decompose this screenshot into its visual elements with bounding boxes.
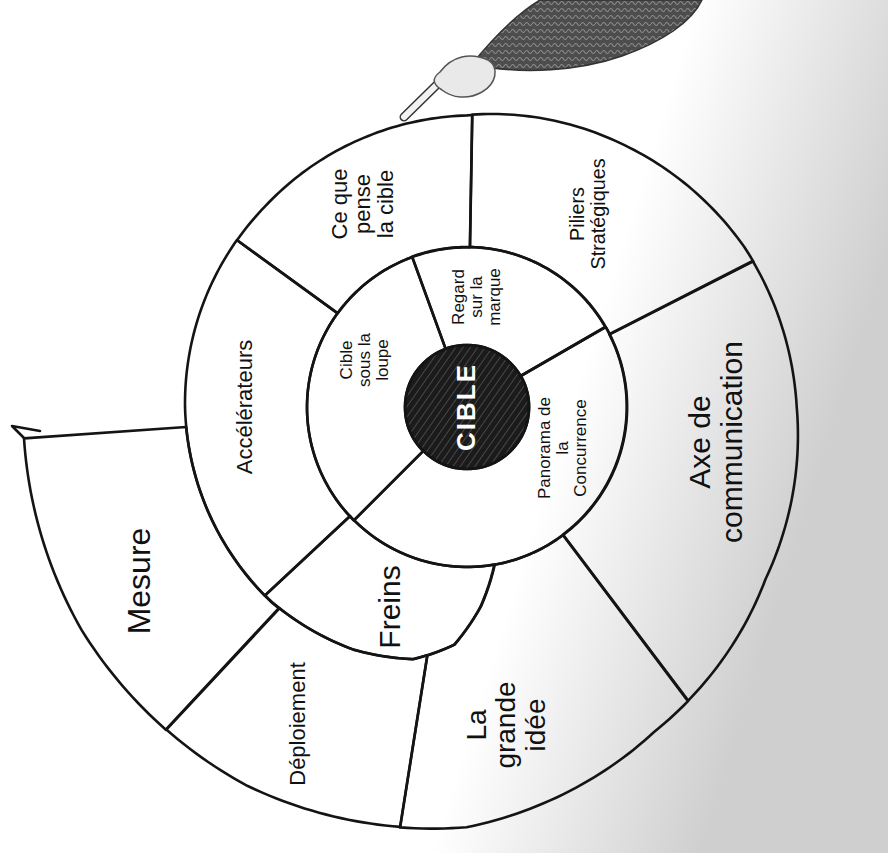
segment-label: Déploiement xyxy=(287,662,310,786)
segment-border xyxy=(166,608,427,827)
label-holder: Freins xyxy=(375,565,407,648)
segment-border xyxy=(470,114,753,334)
spiral-segment: Freins xyxy=(261,512,499,663)
segment-border xyxy=(412,247,605,376)
segment-outline xyxy=(396,531,692,833)
segment-label: Mesure xyxy=(123,527,157,634)
segment-label: Panorama de la Concurrence xyxy=(536,396,590,500)
hand xyxy=(434,56,495,97)
label-holder: Regard sur la marque xyxy=(450,257,504,337)
label-holder: Déploiement xyxy=(287,662,310,786)
segment-border xyxy=(24,427,279,730)
ring-segment: Regard sur la marque xyxy=(408,243,609,380)
segment-label: Ce que pense la cible xyxy=(329,163,398,245)
segment-border xyxy=(400,535,688,829)
segment-label: Cible sous la loupe xyxy=(339,324,393,396)
label-holder: Accélérateurs xyxy=(233,340,256,475)
sleeve xyxy=(472,0,702,70)
label-holder: Panorama de la Concurrence xyxy=(536,396,590,500)
segment-label: La grande idée xyxy=(462,675,550,775)
segment-label: Regard sur la marque xyxy=(450,257,504,337)
segment-label: Piliers Stratégiques xyxy=(567,139,609,289)
segment-outline xyxy=(181,236,354,600)
segment-label: Freins xyxy=(375,565,407,648)
segment-border xyxy=(237,115,472,313)
spiral-segment: Accélérateurs xyxy=(181,236,354,600)
segment-outline xyxy=(408,243,609,380)
segment-label: Axe de communication xyxy=(683,332,746,552)
segment-border xyxy=(185,240,350,596)
label-holder: Piliers Stratégiques xyxy=(567,139,609,289)
segment-outline xyxy=(466,110,757,338)
spiral-segment: La grande idée xyxy=(396,531,692,833)
segment-border xyxy=(563,261,798,701)
segment-border xyxy=(354,327,627,567)
label-holder: Mesure xyxy=(123,527,157,634)
spiral-segment: Piliers Stratégiques xyxy=(466,110,757,338)
label-holder: La grande idée xyxy=(462,675,550,775)
label-holder: Ce que pense la cible xyxy=(329,163,398,245)
spiral-segment: Axe de communication xyxy=(559,257,802,705)
spiral-segment: Ce que pense la cible xyxy=(233,111,476,317)
label-holder: Cible sous la loupe xyxy=(339,324,393,396)
label-holder: CIBLE xyxy=(453,363,480,451)
segment-label: Accélérateurs xyxy=(233,340,256,475)
label-holder: Axe de communication xyxy=(683,332,746,552)
target-title: CIBLE xyxy=(453,363,480,451)
segment-border xyxy=(307,257,446,520)
segment-outline xyxy=(559,257,802,705)
ring-segment: Panorama de la Concurrence xyxy=(350,323,631,571)
